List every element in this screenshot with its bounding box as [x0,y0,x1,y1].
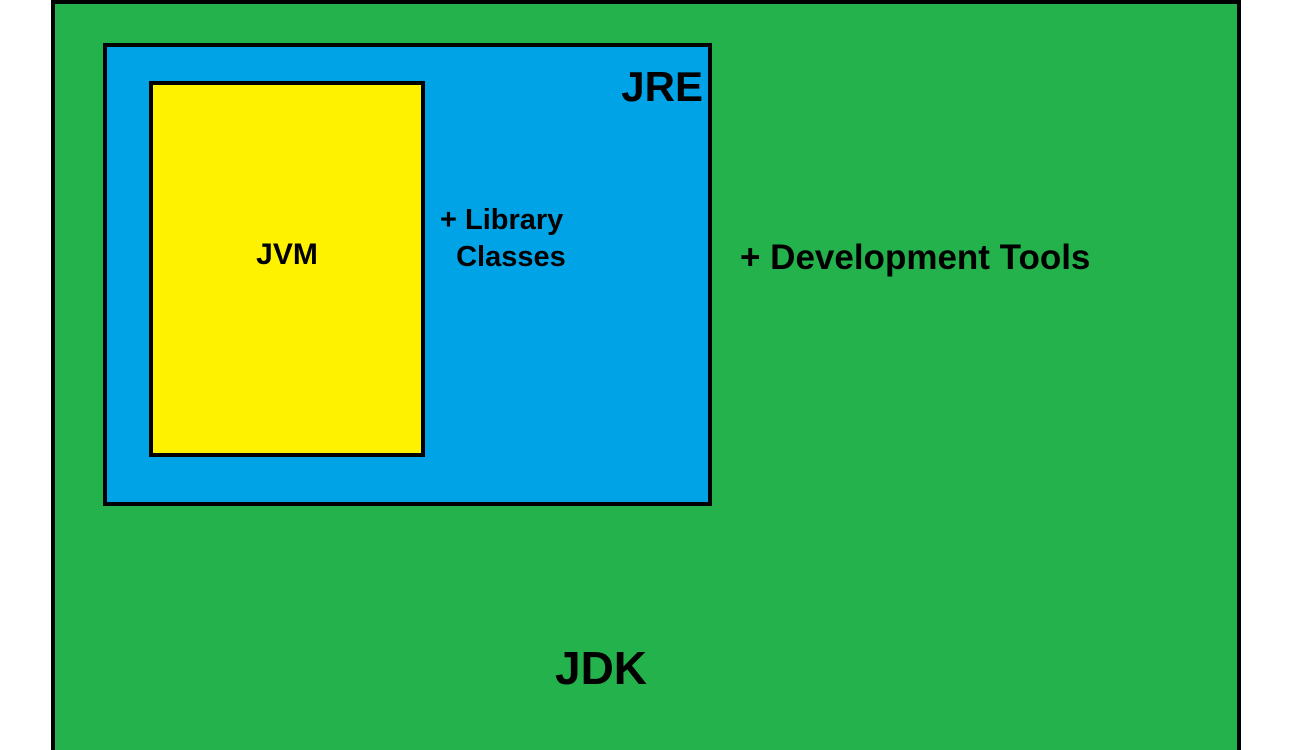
jre-label: JRE [621,63,703,110]
jvm-label: JVM [256,238,318,271]
jdk-label: JDK [555,642,648,694]
library-classes-label: + Library Classes [440,204,566,273]
development-tools-label: + Development Tools [740,238,1091,277]
jvm-box [149,81,425,457]
